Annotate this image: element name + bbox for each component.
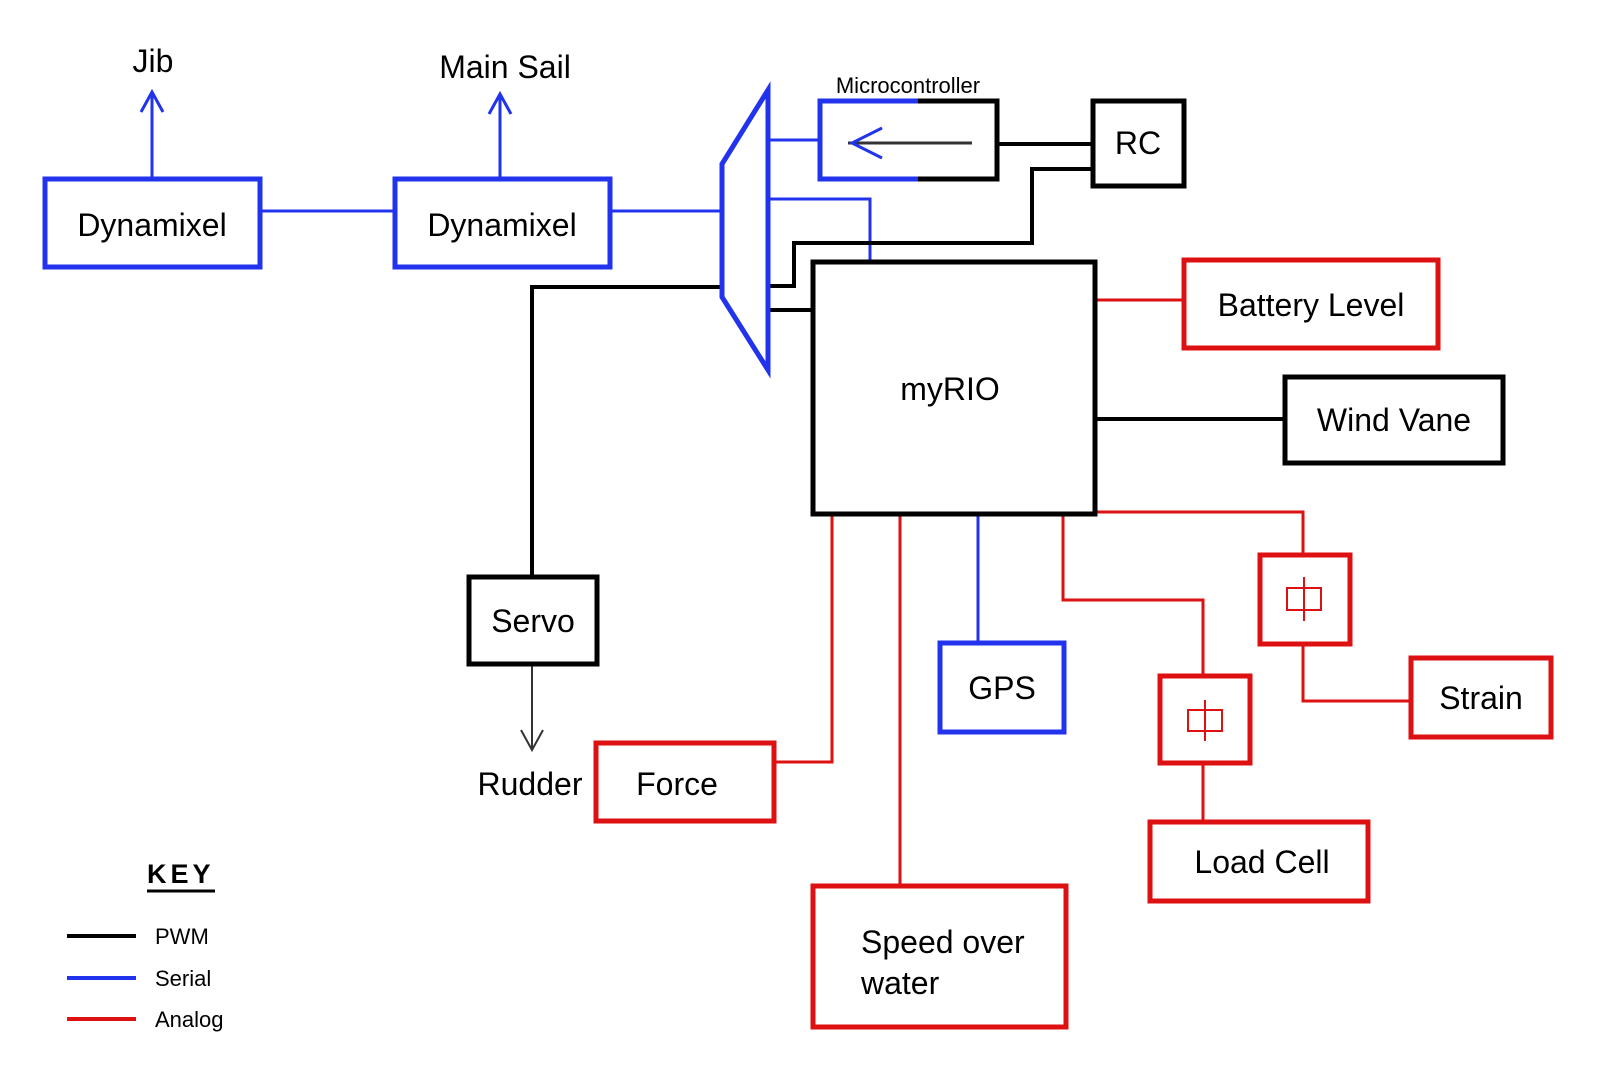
block-strain: Strain bbox=[1408, 655, 1554, 740]
jib-arrow-head bbox=[139, 88, 165, 113]
legend-label-serial: Serial bbox=[155, 966, 211, 991]
legend-label-analog: Analog bbox=[155, 1007, 224, 1032]
speed-over-water-label-line2: water bbox=[860, 965, 940, 1001]
block-rc: RC bbox=[1090, 98, 1187, 189]
wind-vane-label: Wind Vane bbox=[1317, 402, 1471, 438]
dynamixel-main-sail-label: Dynamixel bbox=[427, 207, 576, 243]
amplifier-icon bbox=[1187, 700, 1223, 741]
gps-label: GPS bbox=[968, 670, 1036, 706]
block-dynamixel-main-sail: Dynamixel bbox=[392, 176, 613, 270]
pwm-connections bbox=[530, 142, 1284, 576]
link-amp-strain bbox=[1301, 644, 1410, 703]
jib-label: Jib bbox=[133, 43, 174, 79]
block-load-cell: Load Cell bbox=[1147, 819, 1371, 904]
main-sail-arrow-head bbox=[487, 90, 513, 115]
legend: KEY PWM Serial Analog bbox=[67, 859, 224, 1032]
link-rc-mux bbox=[768, 167, 1092, 288]
block-wind-vane: Wind Vane bbox=[1282, 374, 1506, 466]
amplifier-icon bbox=[1286, 577, 1322, 621]
dynamixel-jib-label: Dynamixel bbox=[77, 207, 226, 243]
block-gps: GPS bbox=[937, 640, 1067, 735]
microcontroller-label: Microcontroller bbox=[836, 73, 980, 98]
block-battery-level: Battery Level bbox=[1181, 257, 1441, 351]
servo-label: Servo bbox=[491, 603, 575, 639]
rudder-arrow bbox=[520, 664, 544, 753]
speed-over-water-label-line1: Speed over bbox=[861, 924, 1025, 960]
legend-title: KEY bbox=[147, 859, 215, 889]
main-sail-label: Main Sail bbox=[439, 49, 571, 85]
block-dynamixel-jib: Dynamixel bbox=[42, 176, 263, 270]
strain-label: Strain bbox=[1439, 680, 1523, 716]
serial-multiplexer bbox=[719, 81, 771, 379]
rc-label: RC bbox=[1115, 125, 1161, 161]
block-myrio: myRIO bbox=[810, 259, 1098, 517]
microcontroller-arrow-head bbox=[848, 126, 883, 160]
block-microcontroller bbox=[817, 98, 1000, 182]
link-myrio-load-cell-amp bbox=[1061, 514, 1205, 675]
link-myrio-strain-amp bbox=[1095, 510, 1305, 554]
block-strain-amplifier bbox=[1257, 552, 1353, 647]
rudder-label: Rudder bbox=[478, 766, 583, 802]
block-servo: Servo bbox=[466, 574, 600, 667]
link-mux-myrio bbox=[768, 197, 872, 262]
legend-label-pwm: PWM bbox=[155, 924, 209, 949]
block-load-cell-amplifier bbox=[1157, 673, 1253, 766]
battery-level-label: Battery Level bbox=[1218, 287, 1405, 323]
analog-connections bbox=[774, 298, 1410, 885]
link-mux-servo bbox=[530, 285, 722, 576]
myrio-label: myRIO bbox=[900, 371, 1000, 407]
link-myrio-force bbox=[774, 514, 834, 764]
block-speed-over-water: Speed over water bbox=[810, 883, 1069, 1030]
block-force: Force bbox=[593, 740, 777, 824]
force-label: Force bbox=[636, 766, 718, 802]
load-cell-label: Load Cell bbox=[1194, 844, 1329, 880]
